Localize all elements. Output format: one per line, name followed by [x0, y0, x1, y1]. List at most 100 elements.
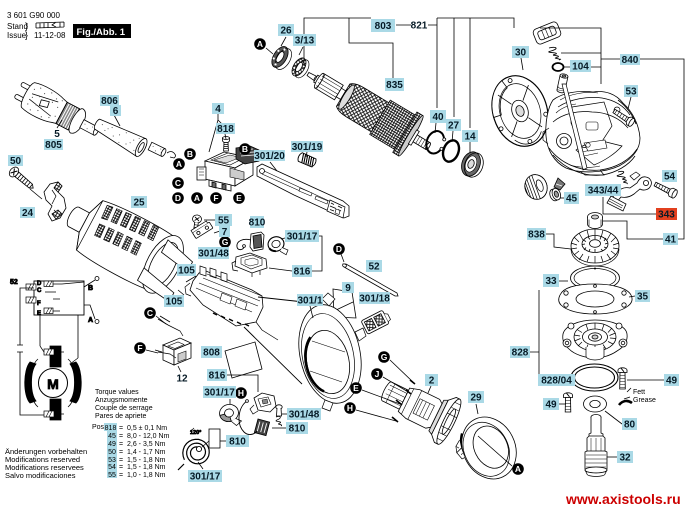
svg-text:30: 30 — [515, 47, 527, 58]
svg-text:301/48: 301/48 — [198, 248, 229, 259]
svg-text:A: A — [515, 464, 521, 474]
svg-text:11-12-08: 11-12-08 — [34, 31, 66, 40]
svg-text:3/13: 3/13 — [295, 35, 315, 46]
svg-text:49: 49 — [108, 441, 116, 448]
svg-text:8,0 - 12,0 Nm: 8,0 - 12,0 Nm — [127, 433, 170, 440]
svg-text:A: A — [176, 159, 182, 169]
svg-text:29: 29 — [470, 392, 482, 403]
svg-text:838: 838 — [528, 229, 545, 240]
svg-text:=: = — [119, 433, 123, 440]
svg-text:C: C — [37, 288, 42, 294]
svg-text:41: 41 — [665, 234, 677, 245]
svg-text:Grease: Grease — [633, 397, 656, 404]
svg-text:806: 806 — [101, 96, 118, 107]
svg-text:=: = — [119, 472, 123, 479]
svg-text:H: H — [347, 403, 353, 413]
svg-text:50: 50 — [108, 449, 116, 456]
svg-text:Fig./Abb. 1: Fig./Abb. 1 — [77, 27, 126, 38]
svg-text:301/17: 301/17 — [287, 231, 318, 242]
svg-text:301/48: 301/48 — [289, 409, 320, 420]
svg-text:816: 816 — [209, 370, 226, 381]
svg-text:7: 7 — [222, 227, 228, 238]
svg-text:810: 810 — [289, 423, 306, 434]
svg-text:M: M — [47, 376, 59, 392]
svg-text:Salvo modificaciones: Salvo modificaciones — [5, 471, 76, 480]
svg-text:828/04: 828/04 — [541, 375, 572, 386]
svg-text:12: 12 — [176, 373, 188, 384]
svg-text:2,6 - 3,5 Nm: 2,6 - 3,5 Nm — [127, 441, 166, 448]
svg-text:52: 52 — [368, 261, 380, 272]
svg-text:F: F — [137, 343, 142, 353]
svg-text:343/44: 343/44 — [588, 185, 619, 196]
svg-text:821: 821 — [411, 20, 428, 31]
svg-text:G: G — [381, 352, 388, 362]
svg-text:105: 105 — [166, 296, 183, 307]
svg-text:Stand: Stand — [7, 22, 28, 31]
svg-text:H: H — [238, 388, 244, 398]
svg-text:52: 52 — [10, 279, 18, 286]
svg-text:}: } — [25, 21, 28, 31]
svg-text:50: 50 — [10, 156, 22, 167]
svg-text:=: = — [119, 449, 123, 456]
svg-text:2: 2 — [429, 375, 435, 386]
svg-text:9: 9 — [345, 283, 351, 294]
svg-text:B: B — [187, 149, 193, 159]
svg-text:32: 32 — [619, 452, 631, 463]
svg-text:301/20: 301/20 — [254, 151, 285, 162]
svg-text:803: 803 — [375, 21, 392, 32]
svg-text:835: 835 — [386, 80, 403, 91]
svg-text:816: 816 — [294, 266, 311, 277]
svg-text:40: 40 — [432, 112, 444, 123]
svg-text:A: A — [194, 193, 200, 203]
svg-text:301/17: 301/17 — [190, 471, 221, 482]
svg-text:0,5 ± 0,1 Nm: 0,5 ± 0,1 Nm — [127, 425, 167, 432]
svg-text:Anzugsmomente: Anzugsmomente — [95, 397, 148, 404]
svg-text:301/17: 301/17 — [204, 387, 235, 398]
svg-text:840: 840 — [622, 55, 639, 66]
svg-text:55: 55 — [218, 215, 230, 226]
svg-text:14: 14 — [464, 131, 476, 142]
svg-text:=: = — [119, 425, 123, 432]
svg-text:Issue: Issue — [7, 31, 27, 40]
svg-text:818: 818 — [217, 124, 234, 135]
svg-text:D: D — [37, 281, 42, 287]
svg-text:49: 49 — [666, 375, 678, 386]
svg-text:=: = — [119, 457, 123, 464]
svg-text:45: 45 — [566, 193, 578, 204]
svg-text:A: A — [257, 39, 263, 49]
svg-text:53: 53 — [108, 457, 116, 464]
svg-text:1,4 - 1,7 Nm: 1,4 - 1,7 Nm — [127, 449, 166, 456]
svg-text:828: 828 — [512, 347, 529, 358]
svg-text:45: 45 — [108, 433, 116, 440]
svg-text:6: 6 — [113, 106, 119, 117]
svg-text:805: 805 — [45, 140, 62, 151]
svg-text:Modifications reserved: Modifications reserved — [5, 455, 80, 464]
svg-text:104: 104 — [572, 61, 589, 72]
svg-text:=: = — [119, 464, 123, 471]
svg-text:E: E — [353, 383, 359, 393]
svg-text:54: 54 — [108, 464, 116, 471]
svg-text:G: G — [222, 237, 229, 247]
svg-text:4: 4 — [215, 104, 221, 115]
svg-text:3 601 G90 000: 3 601 G90 000 — [7, 11, 60, 20]
svg-text:818: 818 — [105, 425, 117, 432]
svg-text:5: 5 — [54, 129, 60, 140]
svg-text:=: = — [119, 441, 123, 448]
svg-text:www.axistools.ru: www.axistools.ru — [565, 491, 681, 507]
svg-text:Pos: Pos — [92, 424, 105, 431]
svg-text:54: 54 — [664, 171, 676, 182]
svg-text:Couple de serrage: Couple de serrage — [95, 405, 153, 412]
svg-text:301/19: 301/19 — [292, 142, 323, 153]
svg-text:}: } — [25, 30, 28, 40]
svg-text:343: 343 — [658, 209, 675, 220]
svg-text:24: 24 — [22, 208, 34, 219]
svg-text:J: J — [375, 369, 380, 379]
svg-text:105: 105 — [178, 265, 195, 276]
svg-text:E: E — [37, 311, 41, 317]
svg-text:49: 49 — [545, 399, 557, 410]
svg-text:35: 35 — [637, 291, 649, 302]
svg-text:1,5 - 1,8 Nm: 1,5 - 1,8 Nm — [127, 464, 166, 471]
svg-text:Änderungen vorbehalten: Änderungen vorbehalten — [5, 447, 87, 456]
svg-text:301/18: 301/18 — [359, 293, 390, 304]
svg-text:Fett: Fett — [633, 389, 645, 396]
